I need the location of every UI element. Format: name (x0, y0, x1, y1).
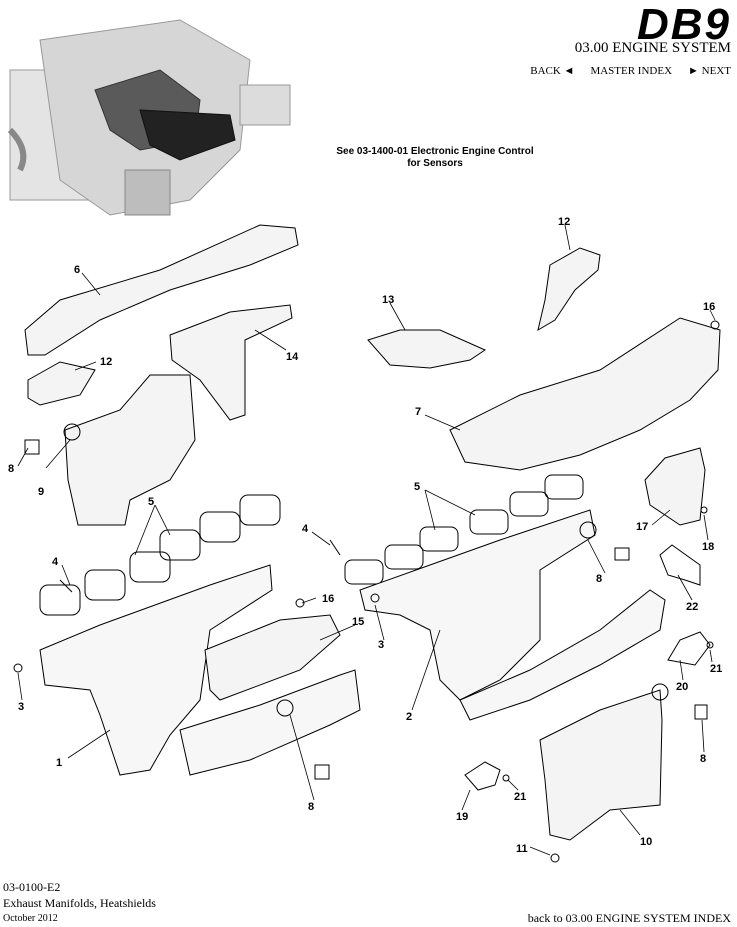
detail-circle-c (579, 521, 597, 539)
part-3-fastener-left (13, 663, 23, 673)
callout-20: 20 (676, 681, 688, 693)
part-3-fastener-right (370, 593, 380, 603)
part-22-bracket (659, 544, 701, 586)
back-to-index-link[interactable]: back to 03.00 ENGINE SYSTEM INDEX (527, 911, 731, 925)
callout-8-d: 8 (700, 753, 706, 765)
engine-overview-image (7, 19, 291, 216)
part-7-heatshield (449, 317, 721, 471)
callout-8-b: 8 (308, 801, 314, 813)
part-4-stud-left (59, 579, 73, 593)
db9-logo: DB9 (636, 0, 731, 49)
callout-17: 17 (636, 521, 648, 533)
callout-9: 9 (38, 486, 44, 498)
part-5-gasket-left (39, 494, 281, 616)
part-5-gasket-right (344, 474, 584, 585)
system-title: 03.00 ENGINE SYSTEM (574, 40, 731, 56)
part-15-heatshield (204, 614, 341, 701)
left-downpipe (179, 669, 361, 776)
callout-12-right: 12 (558, 216, 570, 228)
next-link[interactable]: ► NEXT (688, 65, 731, 77)
master-index-link[interactable]: MASTER INDEX (590, 65, 673, 77)
part-8-clip-d (694, 704, 708, 720)
callout-14: 14 (286, 351, 299, 363)
callout-3-left: 3 (18, 701, 24, 713)
callout-21-lower: 21 (514, 791, 526, 803)
part-12-shield-right (537, 247, 601, 332)
callout-5-left: 5 (148, 496, 154, 508)
part-11-bolt (550, 853, 560, 863)
part-6-heatshield (24, 224, 299, 356)
part-9-lower-shield (64, 374, 196, 526)
part-8-clip-a (24, 439, 40, 455)
callout-7: 7 (415, 406, 421, 418)
detail-circle-d (651, 683, 669, 701)
callout-8-a: 8 (8, 463, 14, 475)
callout-11: 11 (516, 843, 528, 855)
right-downpipe (459, 589, 666, 721)
part-12-shield-left (27, 361, 96, 406)
part-17-bracket (644, 447, 706, 526)
part-8-clip-b (314, 764, 330, 780)
sensor-note-line2: for Sensors (407, 158, 463, 169)
part-21-bolt-lower (502, 774, 510, 782)
part-8-clip-c (614, 547, 630, 561)
part-14-shield (169, 304, 293, 421)
callout-8-c: 8 (596, 573, 602, 585)
part-21-bolt-upper (706, 641, 714, 649)
back-link[interactable]: BACK ◄ (530, 65, 575, 77)
part-10-lower-shield (539, 689, 663, 841)
callout-21-upper: 21 (710, 663, 722, 675)
callout-6: 6 (74, 264, 80, 276)
part-16-bolt-right (710, 320, 720, 330)
callout-13: 13 (382, 294, 394, 306)
callout-15: 15 (352, 616, 364, 628)
part-2-manifold-right (359, 509, 596, 701)
part-1-manifold-left (39, 564, 273, 776)
part-4-stud-right (329, 539, 341, 556)
callout-16-right: 16 (703, 301, 715, 313)
callout-3-right: 3 (378, 639, 384, 651)
callout-4-right: 4 (302, 523, 309, 535)
page-title: Exhaust Manifolds, Heatshields (3, 896, 156, 910)
callout-22: 22 (686, 601, 698, 613)
part-20-bracket (667, 631, 711, 666)
detail-circle-a (63, 423, 81, 441)
part-18-bolt (700, 506, 708, 514)
sensor-reference-note: See 03-1400-01 Electronic Engine Control… (300, 146, 570, 170)
part-19-bracket (464, 761, 501, 791)
callout-12-left: 12 (100, 356, 112, 368)
callout-16-left: 16 (322, 593, 334, 605)
callout-10: 10 (640, 836, 652, 848)
navigation-bar: BACK ◄ MASTER INDEX ► NEXT (530, 65, 731, 77)
callout-18: 18 (702, 541, 714, 553)
callout-2: 2 (406, 711, 412, 723)
page-code: 03-0100-E2 (3, 880, 61, 894)
sensor-note-line1: See 03-1400-01 Electronic Engine Control (336, 146, 534, 157)
part-13-shield (367, 329, 487, 369)
callout-4-left: 4 (52, 556, 59, 568)
callout-5-right: 5 (414, 481, 420, 493)
detail-circle-b (276, 699, 294, 717)
page-date: October 2012 (3, 913, 58, 924)
part-16-bolt-left (295, 598, 305, 608)
leader-lines (17, 224, 716, 856)
callout-19: 19 (456, 811, 468, 823)
callout-1: 1 (56, 757, 62, 769)
